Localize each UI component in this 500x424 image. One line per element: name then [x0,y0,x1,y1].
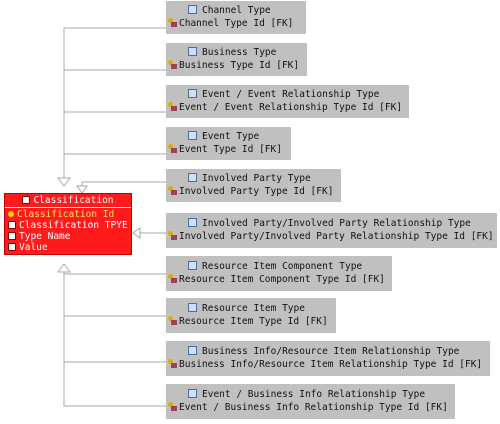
table-icon [22,195,31,204]
foreign-key-icon [168,274,177,283]
classification-attr: Classification TPYE [5,220,131,231]
entity-fk: Resource Item Component Type Id [FK] [179,274,385,285]
column-icon [8,220,16,229]
column-icon [8,242,16,251]
entity-ip-relationship-type[interactable]: Involved Party/Involved Party Relationsh… [166,213,497,248]
entity-fk: Event / Business Info Relationship Type … [179,402,448,413]
connector-resource-item-component-type [63,272,166,407]
classification-attr: Type Name [5,231,131,242]
entity-title: Channel Type [202,5,271,16]
entity-fk: Business Info/Resource Item Relationship… [179,359,483,370]
connector-channel-type [63,27,166,178]
entity-fk: Involved Party/Involved Party Relationsh… [179,231,494,242]
entity-channel-type[interactable]: Channel Type Channel Type Id [FK] [166,1,306,34]
foreign-key-icon [168,144,177,153]
classification-entity[interactable]: Classification Classification Id Classif… [4,193,132,255]
table-icon [188,303,197,312]
table-icon [188,5,197,14]
entity-resource-item-component-type[interactable]: Resource Item Component Type Resource It… [166,256,392,291]
primary-key-icon [8,210,14,217]
foreign-key-icon [168,102,177,111]
foreign-key-icon [168,359,177,368]
entity-event-relationship-type[interactable]: Event / Event Relationship Type Event / … [166,85,409,118]
entity-business-info-relationship-type[interactable]: Business Info/Resource Item Relationship… [166,341,490,376]
foreign-key-icon [168,402,177,411]
table-icon [188,89,197,98]
connector-involved-party-type [81,181,166,190]
column-icon [8,231,16,240]
classification-attr: Value [5,242,131,253]
entity-fk: Event / Event Relationship Type Id [FK] [179,102,403,113]
entity-business-type[interactable]: Business Type Business Type Id [FK] [166,43,307,76]
entity-title: Resource Item Type [202,303,305,314]
entity-fk: Involved Party Type Id [FK] [179,186,334,197]
entity-fk: Channel Type Id [FK] [179,18,294,29]
table-icon [188,131,197,140]
classification-title: Classification [5,194,131,207]
entity-fk: Event Type Id [FK] [179,144,282,155]
table-icon [188,261,197,270]
entity-title: Involved Party/Involved Party Relationsh… [202,218,471,229]
entity-resource-item-type[interactable]: Resource Item Type Resource Item Type Id… [166,298,336,333]
foreign-key-icon [168,18,177,27]
table-icon [188,218,197,227]
inheritance-arrow-top [57,177,71,187]
entity-fk: Business Type Id [FK] [179,60,300,71]
entity-fk: Resource Item Type Id [FK] [179,316,328,327]
classification-attr-pk: Classification Id [5,209,131,220]
table-icon [188,389,197,398]
entity-title: Event / Event Relationship Type [202,89,380,100]
table-icon [188,346,197,355]
inheritance-arrow-bottom [57,263,71,273]
entity-title: Event Type [202,131,260,142]
divider [5,207,131,208]
inheritance-arrow-involved-party [76,185,88,194]
foreign-key-icon [168,316,177,325]
entity-involved-party-type[interactable]: Involved Party Type Involved Party Type … [166,169,341,202]
entity-title: Involved Party Type [202,173,311,184]
entity-event-business-info-relationship-type[interactable]: Event / Business Info Relationship Type … [166,384,455,419]
entity-title: Business Info/Resource Item Relationship… [202,346,460,357]
foreign-key-icon [168,231,177,240]
entity-title: Business Type [202,47,277,58]
entity-title: Event / Business Info Relationship Type [202,389,426,400]
entity-event-type[interactable]: Event Type Event Type Id [FK] [166,127,291,160]
inheritance-arrow-right [132,227,141,239]
table-icon [188,173,197,182]
foreign-key-icon [168,60,177,69]
entity-title: Resource Item Component Type [202,261,363,272]
table-icon [188,47,197,56]
foreign-key-icon [168,186,177,195]
